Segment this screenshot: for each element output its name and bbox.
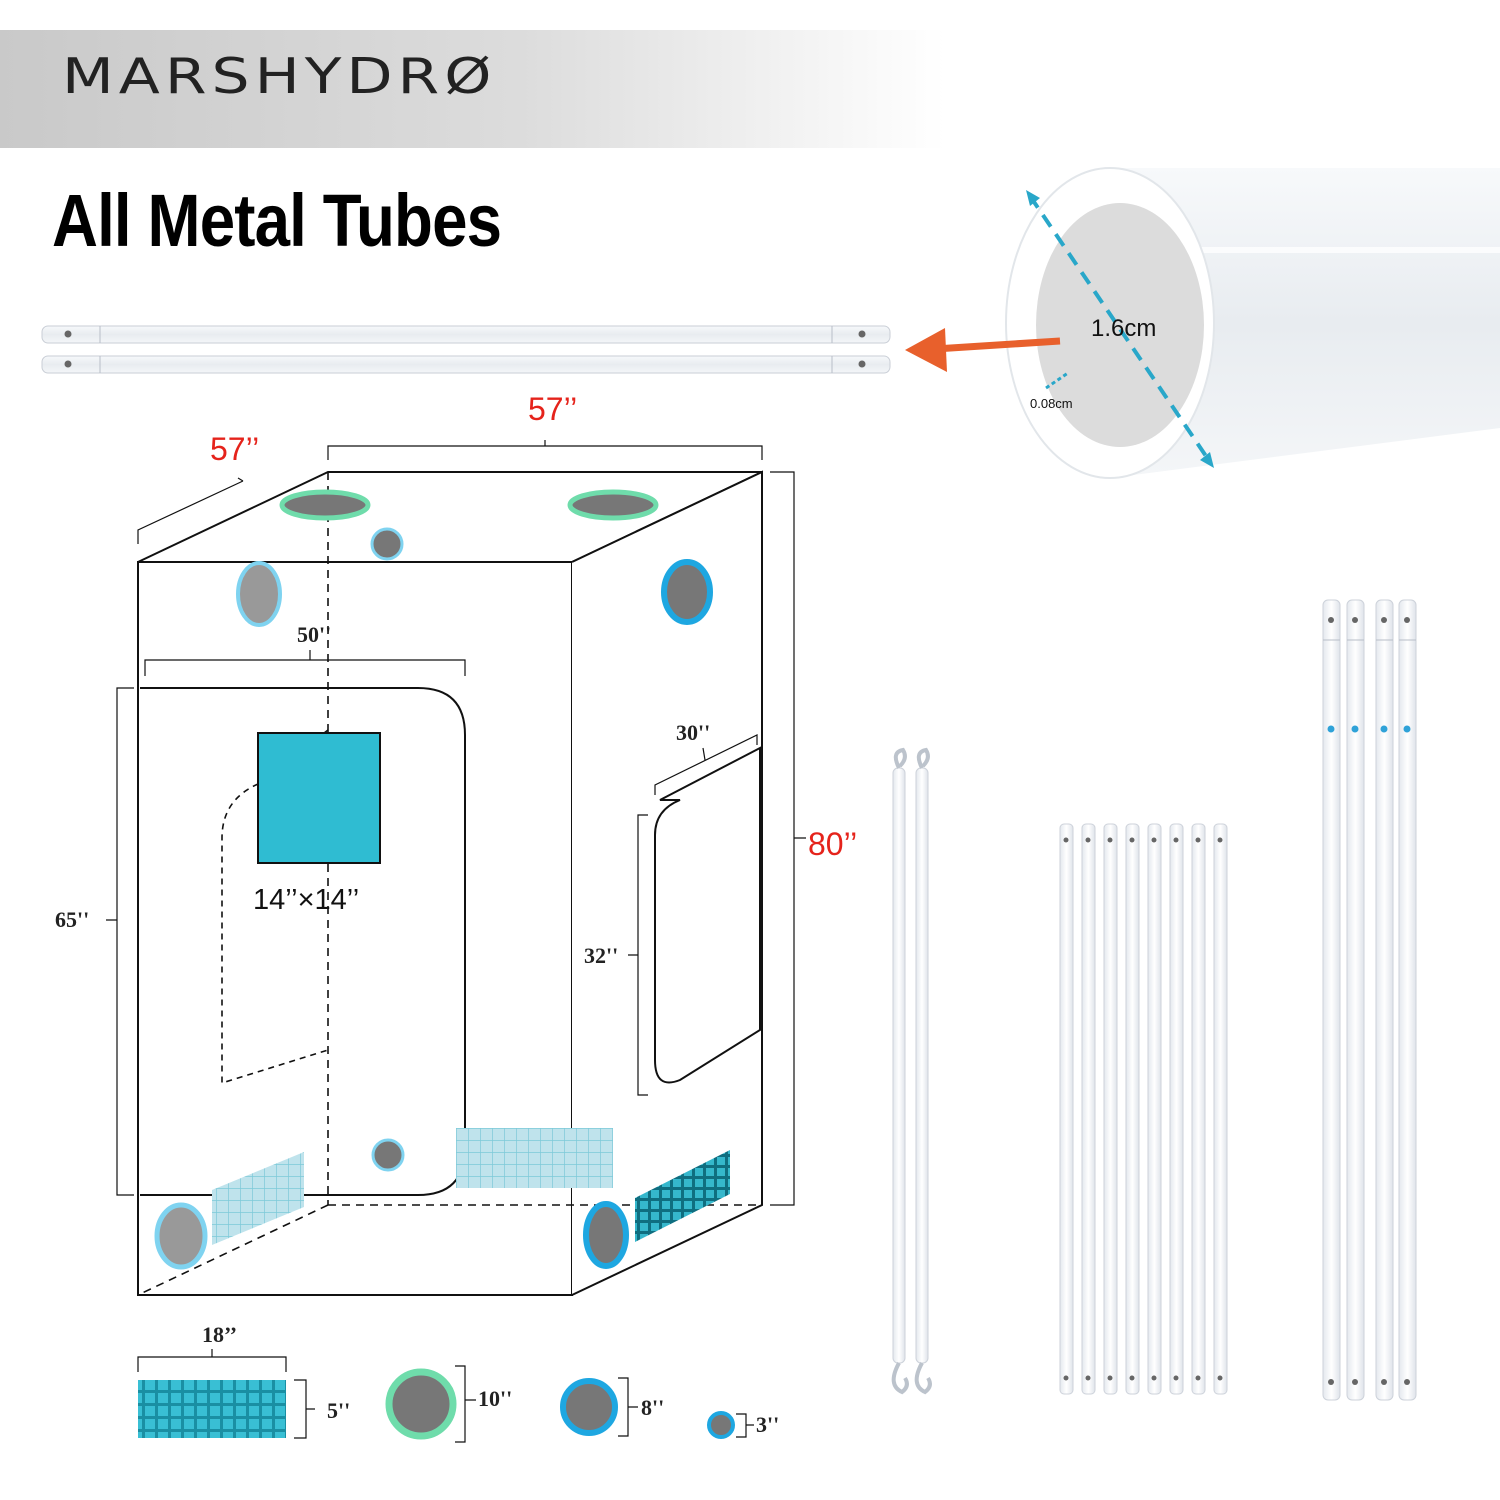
pole-body [41, 325, 891, 344]
wall-thickness-label: 0.08cm [1030, 396, 1073, 411]
horizontal-pole [41, 325, 891, 344]
tent-ports [154, 489, 730, 1270]
top-duct-port [567, 489, 659, 521]
tent-depth-label: 57’’ [210, 431, 259, 467]
legend-port-large-bracket [455, 1365, 476, 1443]
pole-body [915, 767, 929, 1364]
pole-screw [858, 360, 866, 368]
short-pole [1169, 823, 1184, 1395]
height-dimension-bracket [770, 471, 806, 1206]
brand-logo: MARSHYDRØ [62, 48, 497, 106]
door-width-label: 50'' [297, 622, 331, 647]
tube-cross-section: 1.6cm 0.08cm [1005, 167, 1500, 479]
arrow-head [905, 328, 947, 372]
legend-port-medium [560, 1378, 618, 1436]
door-width-bracket [144, 650, 466, 676]
legend-port-small-bracket [736, 1413, 754, 1438]
width-dimension-bracket [327, 440, 763, 460]
legend-vent-width-bracket [137, 1349, 287, 1372]
door-height-label: 65'' [55, 907, 89, 932]
pole-hook-bottom [891, 1362, 909, 1395]
side-window-width-label: 30'' [676, 720, 710, 745]
pole-body [892, 767, 906, 1364]
wall-dimension-line [1045, 371, 1069, 390]
mesh-vent-front [212, 1152, 304, 1245]
side-window-height-bracket [628, 814, 648, 1096]
legend-port-small-label: 3'' [756, 1412, 779, 1437]
hook-pole [914, 747, 932, 1395]
front-port [236, 561, 282, 627]
bottom-side-port [583, 1201, 629, 1269]
brand-band [0, 30, 945, 148]
legend-vent-height-bracket [294, 1379, 315, 1439]
depth-dimension-bracket [137, 477, 244, 544]
door-height-bracket [106, 687, 134, 1196]
short-pole [1213, 823, 1228, 1395]
short-pole [1125, 823, 1140, 1395]
legend-vent-height-label: 5'' [327, 1398, 350, 1423]
pole-screw [64, 330, 72, 338]
side-window-width-bracket [654, 734, 758, 795]
legend-mesh-vent [138, 1380, 286, 1438]
tent-width-label: 57’’ [528, 391, 577, 427]
long-poles [1322, 599, 1417, 1401]
short-pole [1147, 823, 1162, 1395]
headline: All Metal Tubes [52, 179, 502, 262]
side-port [661, 559, 713, 625]
short-pole [1103, 823, 1118, 1395]
pole-body [41, 355, 891, 374]
inner-diameter-label: 1.6cm [1091, 315, 1156, 342]
tube-bore [1036, 203, 1204, 447]
long-pole [1398, 599, 1417, 1401]
horizontal-pole [41, 355, 891, 374]
tent-door-outline [140, 687, 466, 1196]
window-size-label: 14’’×14’’ [253, 884, 359, 916]
horizontal-poles [41, 325, 891, 374]
small-port [370, 527, 404, 561]
side-window-height-label: 32'' [584, 943, 618, 968]
hook-poles [891, 747, 932, 1395]
bottom-front-port [154, 1202, 208, 1270]
legend-port-large [385, 1368, 457, 1440]
long-pole [1375, 599, 1394, 1401]
tent-height-label: 80’’ [808, 826, 857, 862]
pole-hook-top [893, 747, 907, 769]
pointer-arrow [905, 328, 1061, 372]
door-flap-outline [221, 729, 329, 1085]
long-pole [1322, 599, 1341, 1401]
pole-hook-bottom [914, 1362, 932, 1395]
arrow-shaft [934, 337, 1061, 353]
long-pole [1346, 599, 1365, 1401]
pole-hook-top [916, 747, 930, 769]
hook-pole [891, 747, 909, 1395]
legend: 18’’ 5'' 10'' 8'' 3'' [137, 1322, 779, 1443]
short-pole [1059, 823, 1074, 1395]
legend-port-small [707, 1411, 735, 1439]
legend-vent-width-label: 18’’ [202, 1322, 237, 1347]
dimension-arrow-bottom [1200, 452, 1214, 468]
tube-body [1110, 168, 1500, 478]
grow-tent [106, 440, 806, 1296]
tent-side-face [571, 470, 763, 1296]
diameter-dimension-line [1028, 194, 1212, 464]
short-pole [1081, 823, 1096, 1395]
pole-screw [64, 360, 72, 368]
dimension-arrow-top [1026, 190, 1040, 206]
mesh-vent-back [456, 1128, 613, 1188]
viewing-window [257, 732, 381, 864]
mesh-vent-side [635, 1150, 730, 1242]
short-pole [1191, 823, 1206, 1395]
top-duct-port [279, 489, 371, 521]
small-port [371, 1138, 405, 1172]
legend-port-medium-label: 8'' [641, 1395, 664, 1420]
legend-port-medium-bracket [618, 1377, 638, 1437]
short-poles [1059, 823, 1228, 1395]
legend-port-large-label: 10'' [478, 1386, 512, 1411]
side-window-outline [654, 746, 761, 1084]
pole-screw [858, 330, 866, 338]
